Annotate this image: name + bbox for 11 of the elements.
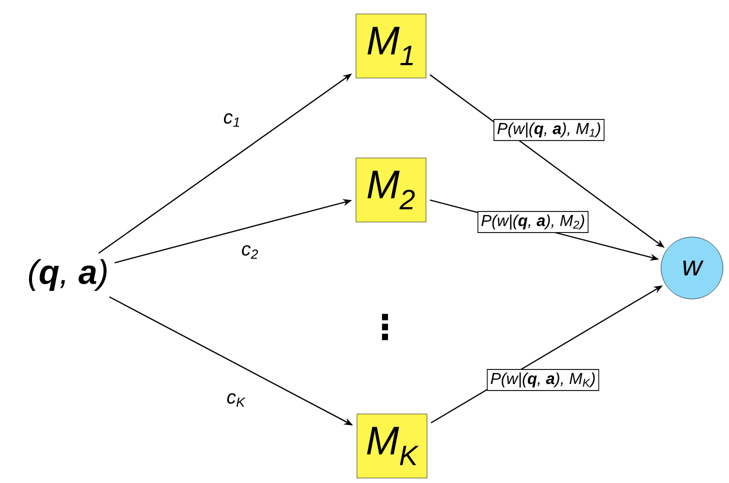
model-box: M$_{1}$ bbox=[356, 14, 426, 78]
edge-label: P(w|(q, a), M$_{1}$) bbox=[494, 119, 604, 141]
edge-label: c$_{K}$ bbox=[227, 393, 246, 407]
edge-label: P(w|(q, a), M$_{2}$) bbox=[478, 211, 588, 233]
ellipsis-label: ⋮ bbox=[382, 314, 388, 340]
model-box: M$_{2}$ bbox=[356, 158, 426, 222]
edge-label: P(w|(q, a), M$_{K}$) bbox=[486, 369, 600, 391]
edge-label: c$_{1}$ bbox=[224, 113, 240, 127]
edge-label: c$_{2}$ bbox=[242, 245, 258, 259]
input-text: (q, a) bbox=[29, 259, 107, 291]
model-box: M$_{K}$ bbox=[356, 414, 428, 478]
